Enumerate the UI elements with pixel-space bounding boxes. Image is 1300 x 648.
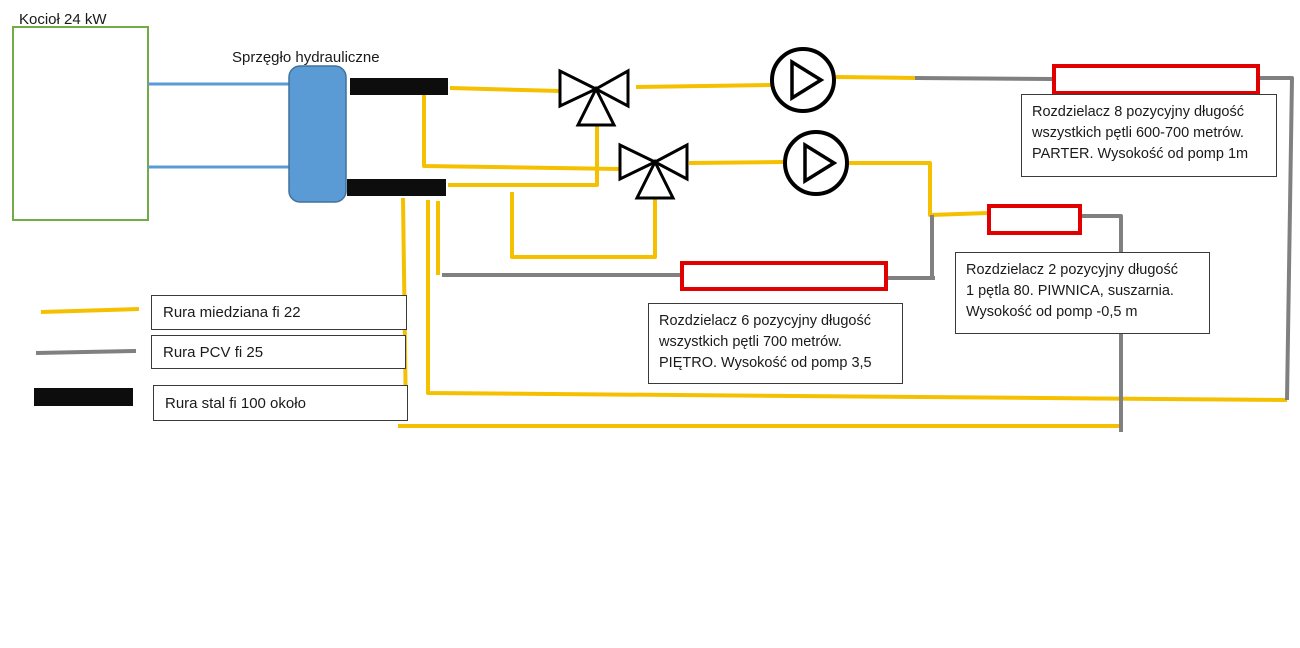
description-line: Rozdzielacz 8 pozycyjny długość xyxy=(1032,104,1244,120)
copper-pipe xyxy=(635,83,773,89)
description-line: Wysokość od pomp -0,5 m xyxy=(966,304,1138,320)
description-line: wszystkich pętli 700 metrów. xyxy=(659,334,842,350)
legend-pvc-label: Rura PCV fi 25 xyxy=(151,335,406,369)
copper-pipe xyxy=(426,200,1288,402)
pump-icon xyxy=(770,47,836,113)
copper-pipe xyxy=(422,95,621,171)
steel-pipe-upper xyxy=(350,78,448,95)
legend-steel-label: Rura stal fi 100 około xyxy=(153,385,408,421)
legend-swatch-copper xyxy=(40,307,140,314)
steel-pipe-lower xyxy=(347,179,446,196)
copper-pipe xyxy=(688,160,785,165)
coupler-label: Sprzęgło hydrauliczne xyxy=(232,49,380,66)
description-line: wszystkich pętli 600-700 metrów. xyxy=(1032,125,1244,141)
description-line: PARTER. Wysokość od pomp 1m xyxy=(1032,146,1249,162)
boiler-label: Kocioł 24 kW xyxy=(19,11,107,28)
copper-pipe xyxy=(848,161,989,217)
pvc-pipe xyxy=(1080,214,1123,432)
hydraulic-coupler xyxy=(288,65,347,203)
manifold-parter-description: Rozdzielacz 8 pozycyjny długość wszystki… xyxy=(1021,94,1277,177)
pvc-pipes xyxy=(442,76,1294,432)
description-line: Rozdzielacz 6 pozycyjny długość xyxy=(659,313,871,329)
pvc-pipe xyxy=(914,76,1054,81)
three-way-valve-icon xyxy=(558,68,630,127)
legend-swatch-steel xyxy=(34,388,133,406)
description-line: Rozdzielacz 2 pozycyjny długość xyxy=(966,262,1178,278)
copper-pipe xyxy=(448,111,599,187)
copper-pipe xyxy=(510,192,657,259)
manifold-pietro-description: Rozdzielacz 6 pozycyjny długość wszystki… xyxy=(648,303,903,384)
copper-pipe xyxy=(835,75,916,80)
description-line: 1 pętla 80. PIWNICA, suszarnia. xyxy=(966,283,1174,299)
manifold-piwnica xyxy=(987,204,1082,235)
boiler-box xyxy=(12,26,149,221)
legend-swatch-pvc xyxy=(35,349,137,355)
legend-copper-label: Rura miedziana fi 22 xyxy=(151,295,407,330)
description-line: PIĘTRO. Wysokość od pomp 3,5 xyxy=(659,355,872,371)
manifold-piwnica-description: Rozdzielacz 2 pozycyjny długość 1 pętla … xyxy=(955,252,1210,334)
manifold-parter xyxy=(1052,64,1260,95)
manifold-pietro xyxy=(680,261,888,291)
copper-pipe xyxy=(449,86,561,93)
three-way-valve-icon xyxy=(618,142,689,200)
pump-icon xyxy=(783,130,849,196)
